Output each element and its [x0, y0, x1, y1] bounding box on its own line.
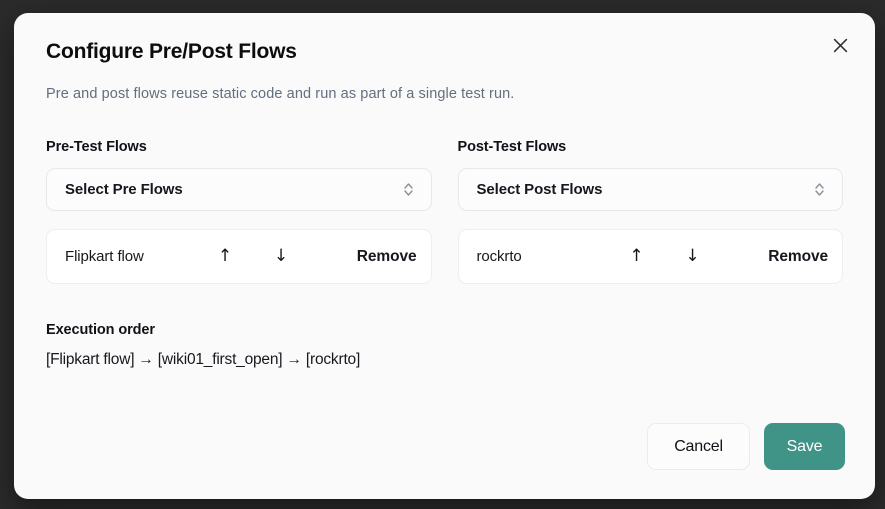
select-pre-flows-dropdown[interactable]: Select Pre Flows	[46, 168, 432, 211]
cancel-button[interactable]: Cancel	[647, 423, 750, 470]
pre-flow-item: Flipkart flow ↑ ↓ Remove	[46, 229, 432, 284]
arrow-down-icon[interactable]: ↓	[676, 241, 710, 273]
post-test-flows-heading: Post-Test Flows	[457, 139, 567, 155]
execution-order-text: [Flipkart flow] → [wiki01_first_open] → …	[46, 351, 361, 368]
configure-flows-dialog: Configure Pre/Post Flows Pre and post fl…	[14, 13, 875, 499]
close-icon	[833, 38, 848, 53]
page-title: Configure Pre/Post Flows	[46, 40, 297, 63]
dialog-footer: Cancel Save	[647, 423, 845, 470]
remove-button[interactable]: Remove	[356, 247, 417, 265]
dialog-subtitle: Pre and post flows reuse static code and…	[46, 86, 515, 102]
arrow-up-icon[interactable]: ↑	[208, 241, 242, 273]
arrow-up-icon[interactable]: ↑	[620, 241, 654, 273]
execution-order-heading: Execution order	[46, 322, 155, 338]
arrow-down-icon[interactable]: ↓	[264, 241, 298, 273]
select-pre-flows-label: Select Pre Flows	[65, 181, 183, 198]
dialog-body: Configure Pre/Post Flows Pre and post fl…	[14, 13, 875, 371]
chevron-up-down-icon	[402, 181, 415, 198]
pre-test-flows-column: Pre-Test Flows Select Pre Flows Flipkart…	[46, 139, 432, 284]
select-post-flows-label: Select Post Flows	[476, 181, 603, 198]
post-test-flows-column: Post-Test Flows Select Post Flows rockrt…	[457, 139, 843, 284]
select-post-flows-dropdown[interactable]: Select Post Flows	[457, 168, 843, 211]
post-flow-item: rockrto ↑ ↓ Remove	[457, 229, 843, 284]
close-button[interactable]	[823, 28, 857, 62]
flow-name: Flipkart flow	[65, 248, 144, 265]
pre-test-flows-heading: Pre-Test Flows	[46, 139, 147, 155]
save-button[interactable]: Save	[764, 423, 845, 470]
flows-columns: Pre-Test Flows Select Pre Flows Flipkart…	[46, 139, 843, 284]
chevron-up-down-icon	[813, 181, 826, 198]
remove-button[interactable]: Remove	[768, 247, 828, 265]
execution-order-section: Execution order [Flipkart flow] → [wiki0…	[46, 322, 843, 371]
flow-name: rockrto	[476, 248, 522, 265]
